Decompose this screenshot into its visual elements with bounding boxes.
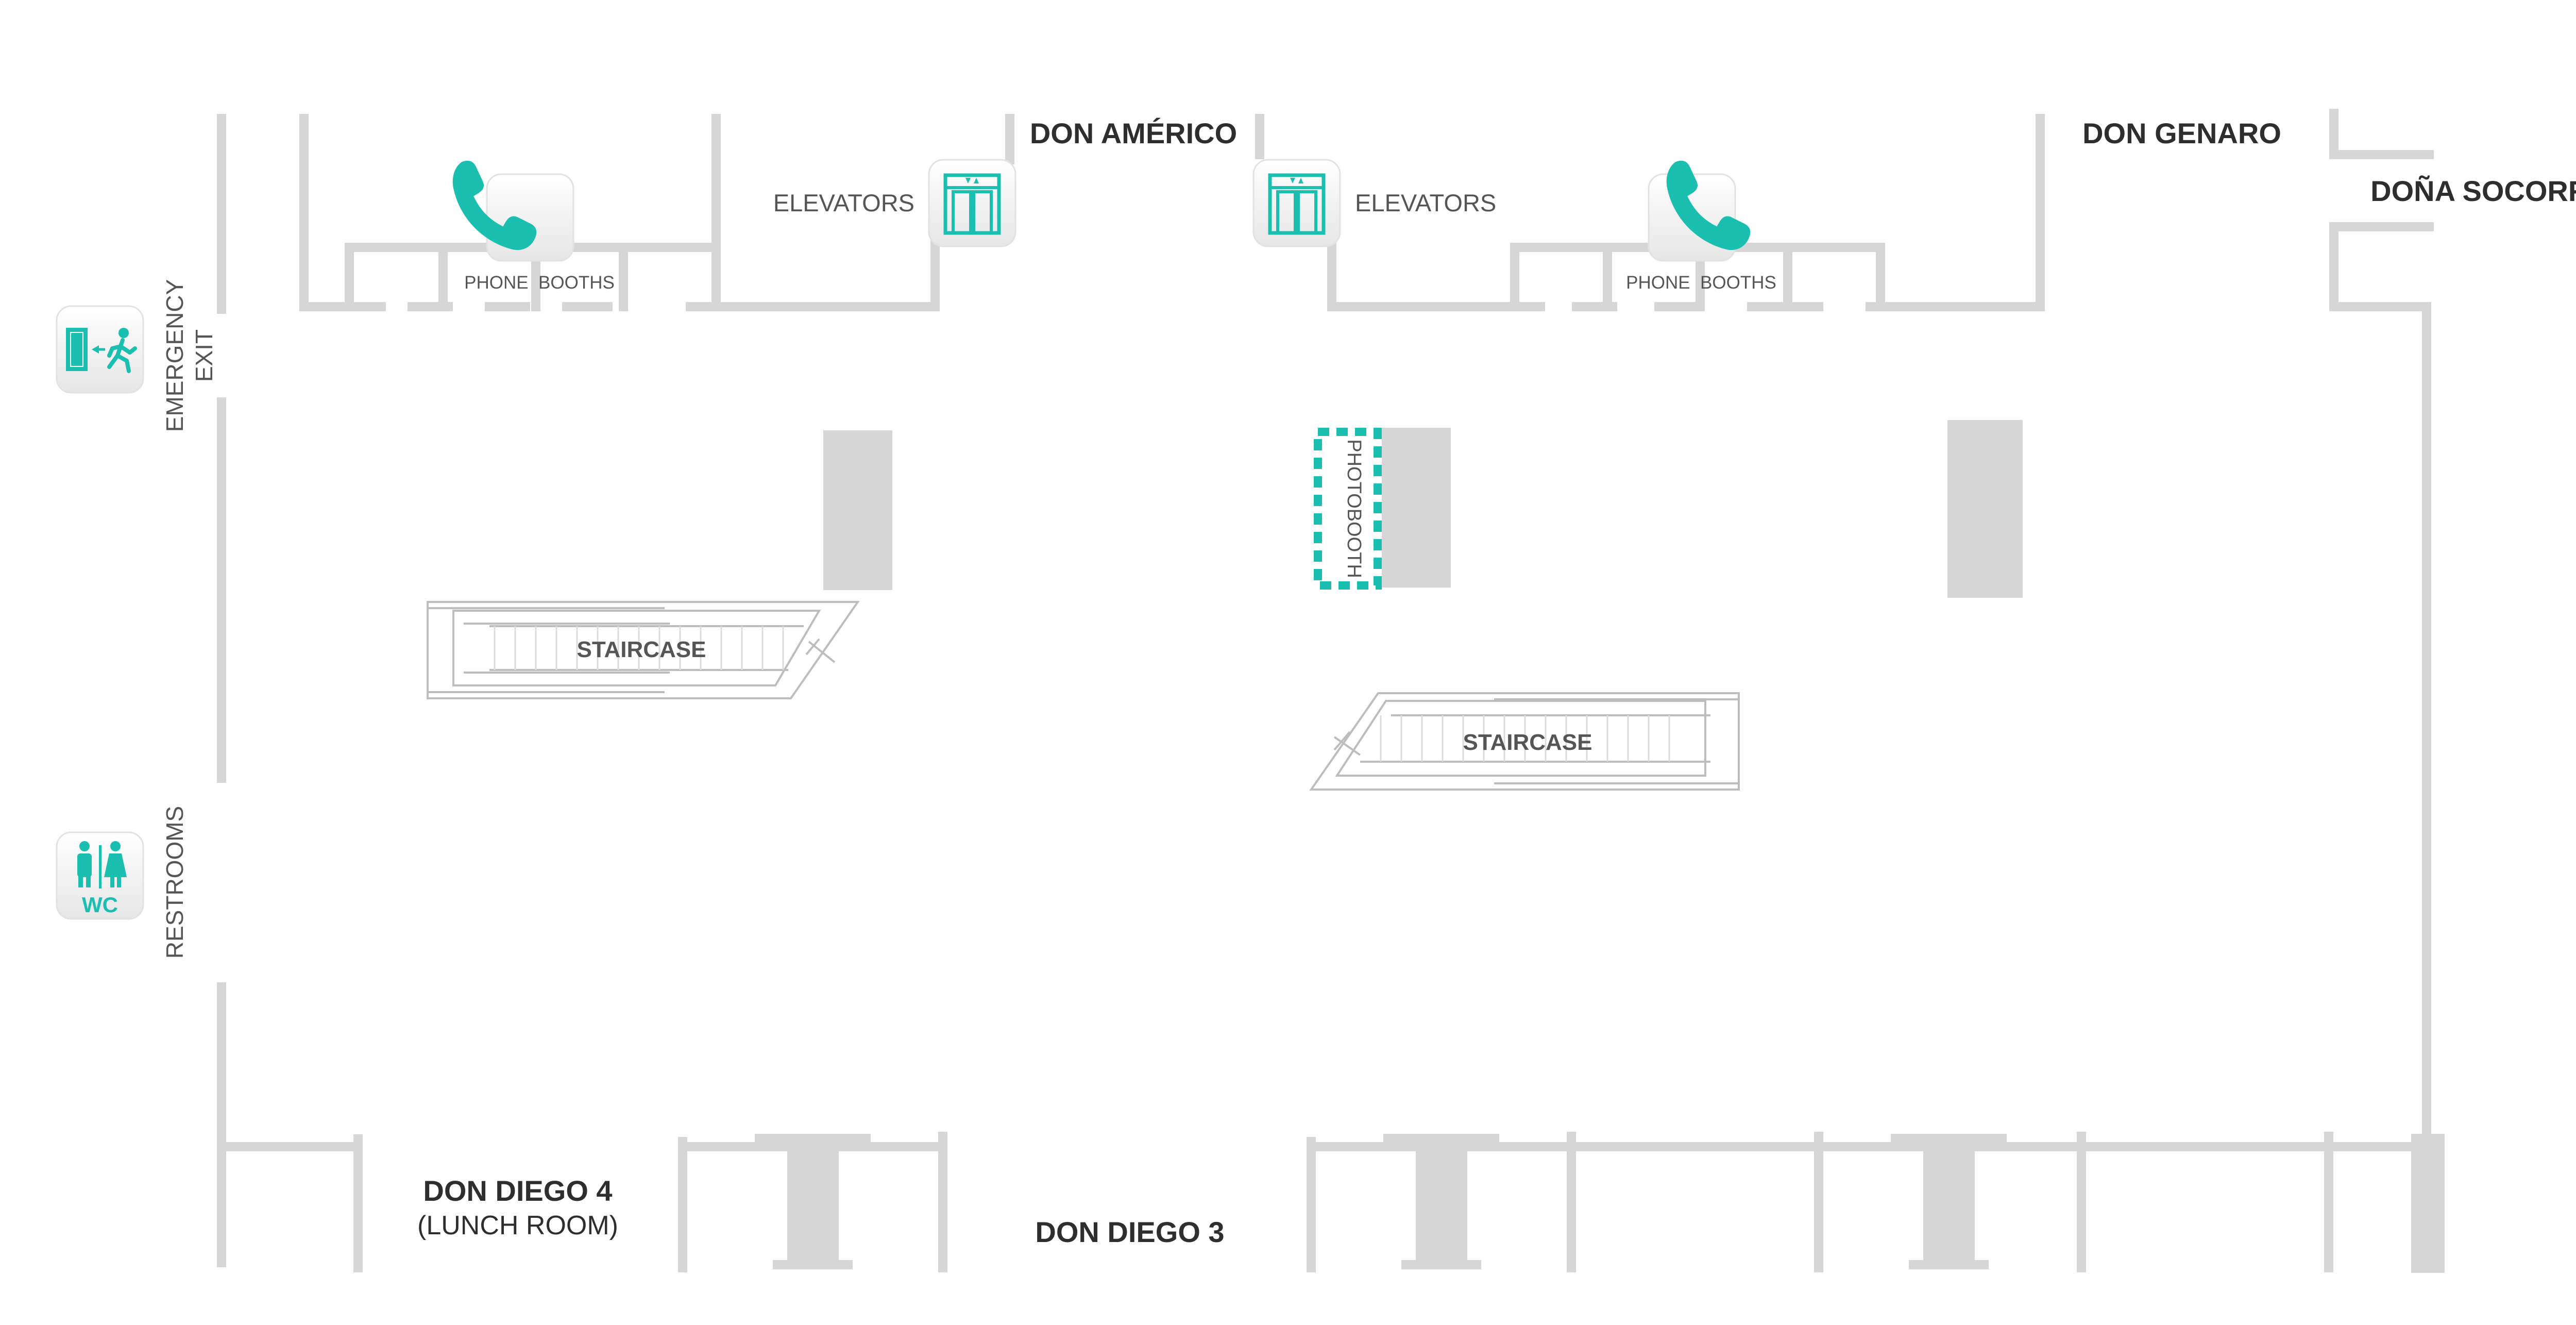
- wc-label: WC: [82, 893, 118, 917]
- elevator-icon: [943, 173, 1001, 235]
- elevators-east-label: ELEVATORS: [1355, 189, 1496, 216]
- room-labels: DON AMÉRICO DON GENARO DOÑA SOCORRO DON …: [417, 117, 2576, 1248]
- room-don-diego-3[interactable]: DON DIEGO 3: [1035, 1216, 1224, 1248]
- emergency-exit-label-1: EMERGENCY: [161, 279, 188, 432]
- columns: [755, 420, 2445, 1273]
- phone-booths-west-label: PHONE BOOTHS: [464, 273, 615, 293]
- restrooms-label: RESTROOMS: [161, 806, 188, 959]
- emergency-exit[interactable]: EMERGENCY EXIT: [56, 279, 217, 432]
- stair-treads: [494, 626, 784, 670]
- phone-icon: [1666, 160, 1751, 250]
- elevators-east[interactable]: ELEVATORS: [1252, 159, 1496, 247]
- room-don-diego-4[interactable]: DON DIEGO 4: [423, 1175, 612, 1207]
- phone-booths-east-label: PHONE BOOTHS: [1626, 273, 1776, 293]
- emergency-exit-label-2: EXIT: [191, 329, 217, 382]
- restrooms[interactable]: WC RESTROOMS: [56, 806, 188, 959]
- restroom-icon: [77, 841, 127, 888]
- photobooth[interactable]: PHOTOBOOTH: [1314, 428, 1382, 590]
- staircase-east-label: STAIRCASE: [1463, 730, 1592, 755]
- phone-booth-west[interactable]: PHONE BOOTHS: [452, 160, 615, 293]
- photobooth-label: PHOTOBOOTH: [1343, 439, 1365, 578]
- room-dona-socorro[interactable]: DOÑA SOCORRO: [2370, 175, 2576, 207]
- elevator-icon: [1268, 173, 1326, 235]
- phone-booth-east[interactable]: PHONE BOOTHS: [1626, 160, 1776, 293]
- stair-treads-east: [1380, 715, 1670, 762]
- emergency-exit-icon: [66, 328, 137, 373]
- room-don-diego-4-note: (LUNCH ROOM): [417, 1211, 618, 1240]
- elevators-west[interactable]: ELEVATORS: [773, 159, 1016, 247]
- elevators-west-label: ELEVATORS: [773, 189, 914, 216]
- room-don-genaro[interactable]: DON GENARO: [2082, 117, 2281, 149]
- staircase-west-label: STAIRCASE: [577, 637, 706, 662]
- room-don-americo[interactable]: DON AMÉRICO: [1030, 117, 1237, 149]
- staircase-west[interactable]: STAIRCASE: [427, 601, 860, 699]
- staircase-east[interactable]: STAIRCASE: [1309, 692, 1740, 791]
- phone-icon: [452, 160, 537, 250]
